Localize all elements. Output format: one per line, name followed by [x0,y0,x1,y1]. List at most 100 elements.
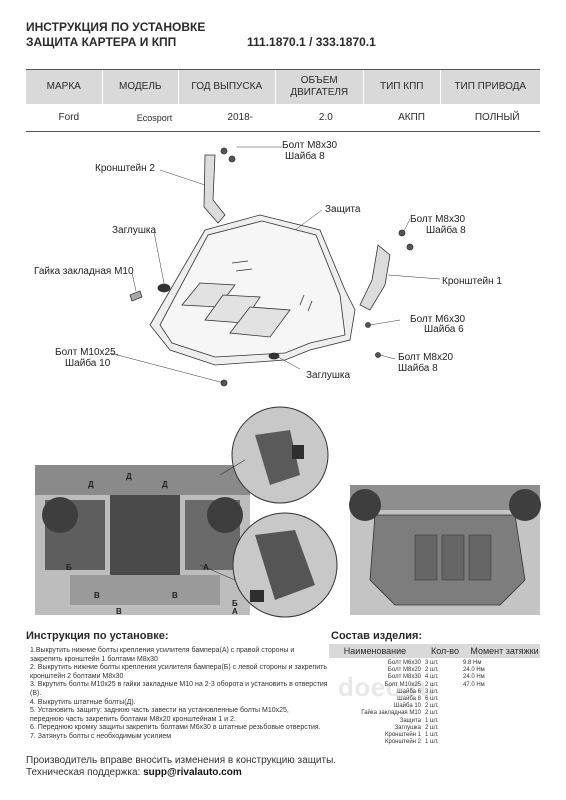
cell-name: Кронштейн 2 [385,739,421,746]
callout-b-2: Б [232,599,238,608]
cell-qty: 2 шт. [425,710,439,717]
detail-zoom-bracket-1 [232,512,338,618]
table-row: Защита 1 шт. [329,718,523,725]
instruction-line: 5. Установить защиту: заднюю часть завес… [30,707,289,715]
callout-v-2: В [172,591,178,600]
support-label: Техническая поддержка: [26,767,144,778]
label-plug-top: Заглушка [112,225,157,236]
instruction-line: закрепить кронштейн 1 болтами М8х30 [30,655,158,663]
cell-torque: 47.0 Нм [463,681,485,688]
composition-header-torque: Момент затяжки [470,646,539,656]
spec-header-row: МАРКА МОДЕЛЬ ГОД ВЫПУСКА ОБЪЕМ ДВИГАТЕЛЯ… [26,70,540,104]
spec-header-gearbox: ТИП КПП [364,70,441,104]
cell-torque [463,703,523,710]
table-row: Гайка закладная М10 2 шт. [329,710,523,717]
label-nut-m10: Гайка закладная М10 [34,266,134,277]
table-row: Кронштейн 2 1 шт. [329,739,523,746]
cell-qty: 6 шт. [425,695,439,702]
cell-name: Заглушка [394,724,421,731]
instruction-line: 1.Выкрутить нижние болты крепления усили… [30,647,295,654]
footer-disclaimer: Производитель вправе вносить изменения в… [26,755,337,766]
cell-torque [463,725,523,732]
cell-name: Болт М6х30 [387,660,421,666]
part-codes: 111.1870.1 / 333.1870.1 [247,35,376,49]
cell-torque [463,696,523,703]
cell-torque [463,718,523,725]
spec-value-gearbox: АКПП [398,111,425,123]
cell-name: Шайба 6 [397,688,421,695]
label-bolt-m10x25: Болт М10х25, [55,347,119,358]
cell-qty: 3 шт. [425,688,439,695]
cell-torque: 24.0 Нм [463,674,485,681]
spec-header-make: МАРКА [26,70,103,104]
composition-title: Состав изделия: [331,630,423,642]
instructions-list: 1.Выкрутить нижние болты крепления усили… [30,647,330,742]
composition-header-qty: Кол-во [431,646,459,656]
label-washer10: Шайба 10 [65,358,111,369]
cell-name: Кронштейн 1 [385,731,421,738]
table-row: Заглушка 2 шт. [329,725,523,732]
cell-torque [463,732,523,739]
cell-name: Болт М8х30 [387,674,421,681]
spec-header-drive: ТИП ПРИВОДА [454,81,527,92]
table-row: Шайба 6 3 шт. [329,689,523,696]
cell-torque: 24.0 Нм [463,667,485,674]
composition-header-name: Наименование [343,646,407,656]
instruction-line: 2. Выкрутить нижние болты крепления усил… [30,664,327,672]
label-bolt-m8x20: Болт М8х20 [398,352,454,363]
support-email-link[interactable]: supp@rivalauto.com [143,767,242,778]
label-washer8-top: Шайба 8 [285,151,325,162]
cell-name: Защита [399,717,421,724]
label-guard: Защита [325,204,361,215]
label-washer8-right: Шайба 8 [426,225,466,236]
callout-d-3: Д [162,480,168,489]
label-bolt-m8x30-top: Болт М8х30 [282,140,338,151]
label-bracket-2: Кронштейн 2 [95,163,155,174]
instructions-title: Инструкция по установке: [26,630,169,642]
cell-qty: 1 шт. [425,731,439,738]
callout-a-1: А [203,563,209,572]
cell-name: Болт М8х20 [387,667,421,674]
cell-torque [463,739,523,746]
instruction-line: переднюю часть закрепить болтами М8х20 к… [30,715,236,723]
callout-a-2: А [232,607,238,616]
spec-value-model: Ecosport [136,112,173,123]
footer-support: Техническая поддержка: supp@rivalauto.co… [26,767,336,779]
instruction-line: (В). [30,689,42,697]
cell-qty: 2 шт. [425,724,439,731]
callout-d-2: Д [126,472,132,481]
label-bolt-m6x30: Болт М6х30 [410,314,466,325]
title-line-1: ИНСТРУКЦИЯ ПО УСТАНОВКЕ [26,20,206,34]
callout-v-3: В [116,607,122,616]
label-washer6: Шайба 6 [424,324,464,335]
title-line-2: ЗАЩИТА КАРТЕРА И КПП [26,35,177,49]
cell-qty: 2 шт. [425,667,439,674]
photo-before-installation [35,465,250,615]
instruction-line: 3. Вкрутить болты М10х25 в гайки закладн… [30,681,328,689]
composition-header: Наименование Кол-во Момент затяжки [329,644,540,658]
cell-name: Болт М10х25 [384,681,421,688]
spec-value-drive: ПОЛНЫЙ [474,111,520,123]
footer: Производитель вправе вносить изменения в… [26,755,336,779]
vehicle-spec-table: МАРКА МОДЕЛЬ ГОД ВЫПУСКА ОБЪЕМ ДВИГАТЕЛЯ… [26,69,540,132]
cell-name: Гайка закладная М10 [361,710,421,717]
instruction-line: 4. Выкрутить штатные болты(Д). [30,698,136,706]
cell-torque: 9.8 Нм [463,660,482,666]
cell-name: Шайба 10 [393,703,421,710]
spec-header-year: ГОД ВЫПУСКА [179,70,276,104]
spec-value-year: 2018- [227,111,253,123]
spec-value-make: Ford [58,111,80,123]
cell-qty: 1 шт. [425,717,439,724]
label-plug-bottom: Заглушка [306,370,351,381]
document-title: ИНСТРУКЦИЯ ПО УСТАНОВКЕ ЗАЩИТА КАРТЕРА И… [26,20,205,50]
cell-qty: 1 шт. [425,739,439,746]
callout-b-1: Б [66,563,72,572]
label-washer8-bottom: Шайба 8 [398,363,438,374]
table-row: Кронштейн 1 1 шт. [329,732,523,739]
